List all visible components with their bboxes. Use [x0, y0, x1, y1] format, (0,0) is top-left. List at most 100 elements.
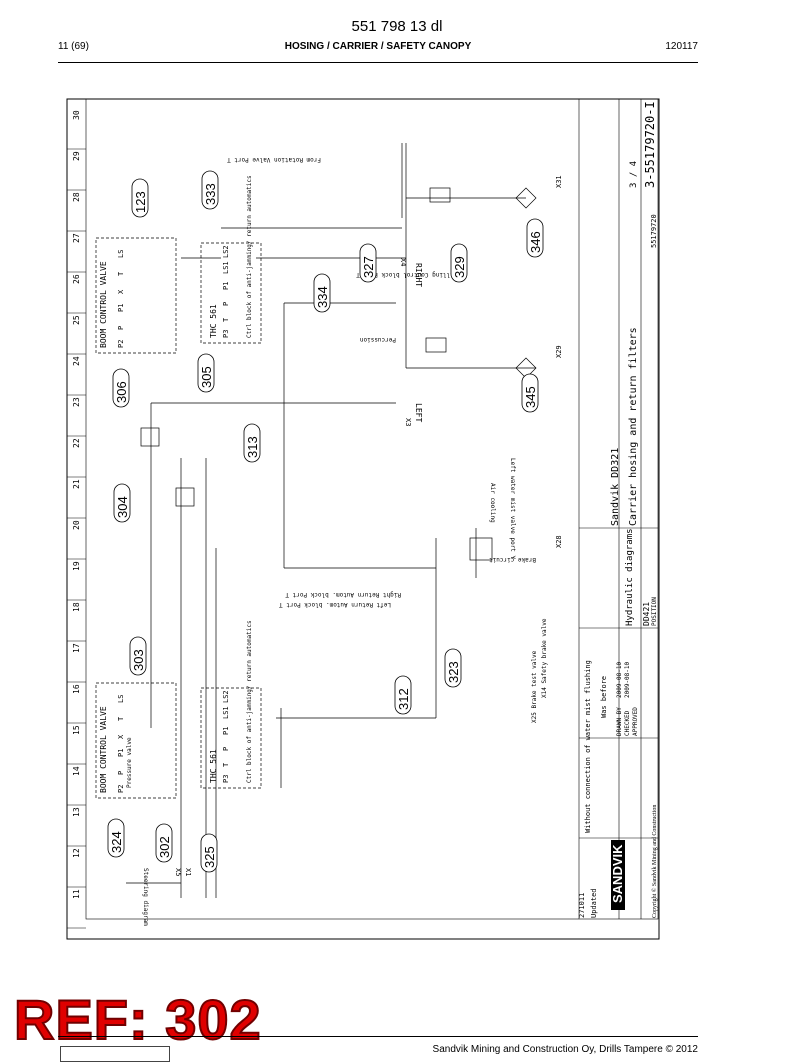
svg-text:305: 305 — [199, 366, 214, 388]
copyright-text: Copyright © Sandvik Mining and Construct… — [651, 805, 658, 918]
callout: 303 — [129, 636, 147, 676]
callout: 345 — [521, 373, 539, 413]
svg-text:327: 327 — [361, 256, 376, 278]
valve-port-label: P2 — [117, 785, 125, 793]
valve-port-label: X — [117, 289, 125, 294]
ctrl-block-label-2: Ctrl block of anti-jamming/ return autom… — [246, 620, 253, 783]
sandvik-logo: SANDVIK — [610, 844, 625, 903]
date-code: 120117 — [665, 41, 698, 52]
updated-text: Updated — [590, 888, 598, 918]
air-cooling-label: Air cooling — [489, 483, 496, 523]
callout: 323 — [444, 648, 462, 688]
svg-text:302: 302 — [157, 836, 172, 858]
thc-port-label: P3 — [222, 775, 230, 783]
valve-port-label: P2 — [117, 340, 125, 348]
grid-number: 25 — [72, 315, 81, 325]
right-label: RIGHT — [414, 263, 423, 287]
grid-number: 15 — [72, 725, 81, 735]
svg-text:324: 324 — [109, 831, 124, 853]
svg-text:304: 304 — [115, 496, 130, 518]
thc-label-2: THC 561 — [209, 749, 218, 783]
x28-label: X28 — [555, 535, 563, 548]
thc-port-label: T — [222, 762, 230, 767]
valve-port-label: P — [117, 326, 125, 330]
x4-label: X4 — [399, 258, 407, 266]
thc-port-label: LS2 — [222, 245, 230, 258]
svg-text:345: 345 — [523, 386, 538, 408]
callout: 304 — [113, 483, 131, 523]
svg-text:123: 123 — [133, 191, 148, 213]
grid-number: 13 — [72, 807, 81, 817]
was-before: Was before — [600, 676, 608, 718]
grid-number: 22 — [72, 438, 81, 448]
hose-lines — [126, 143, 536, 898]
drawn-date: 2009-08-10 — [616, 661, 623, 698]
left-return-label: Left Return Autom. block Port T — [279, 601, 391, 608]
svg-text:333: 333 — [203, 183, 218, 205]
components — [95, 187, 537, 799]
revision-note: Without connection of water mist flushin… — [584, 660, 592, 833]
valve-port-label: P — [117, 771, 125, 775]
brake-circuit-label: Brake circuit — [489, 556, 536, 563]
svg-text:323: 323 — [446, 661, 461, 683]
ctrl-block-label-1: Ctrl block of anti-jamming/ return autom… — [246, 175, 253, 338]
sheet-text: 3 / 4 — [629, 161, 639, 188]
pressure-valve-label: Pressure valve — [126, 737, 133, 788]
thc-port-label: P — [222, 302, 230, 306]
svg-text:329: 329 — [452, 256, 467, 278]
callout: 313 — [243, 423, 261, 463]
grid-number: 18 — [72, 602, 81, 612]
svg-text:346: 346 — [528, 231, 543, 253]
page-number: 11 (69) — [58, 41, 89, 52]
title-text: Carrier hosing and return filters — [628, 327, 639, 526]
section-title: HOSING / CARRIER / SAFETY CANOPY — [284, 41, 472, 52]
thc-port-label: P — [222, 747, 230, 751]
grid-number: 26 — [72, 274, 81, 284]
drawing-id: 55179720 — [650, 214, 658, 248]
grid-number: 21 — [72, 479, 81, 489]
x29-label: X29 — [555, 345, 563, 358]
boom-valve-label-2: BOOM CONTROL VALVE — [99, 706, 108, 793]
callout: 325 — [200, 833, 218, 873]
callout: 334 — [313, 273, 331, 313]
grid-number: 29 — [72, 151, 81, 161]
callout: 312 — [394, 675, 412, 715]
diagram-labels: BOOM CONTROL VALVE THC 561 Ctrl block of… — [99, 156, 563, 926]
drawing-number: 3-55179720-I — [643, 101, 657, 188]
footer-logo-box — [60, 1046, 170, 1062]
grid-number: 17 — [72, 643, 81, 653]
checked-date: 2009-08-10 — [624, 661, 631, 698]
valve-port-label: T — [117, 716, 125, 721]
valve-port-label: P1 — [117, 304, 125, 312]
svg-text:334: 334 — [315, 286, 330, 308]
right-return-label: Right Return Autom. block Port T — [285, 591, 401, 598]
header-row: 11 (69) HOSING / CARRIER / SAFETY CANOPY… — [58, 41, 698, 55]
valve-port-label: P1 — [117, 749, 125, 757]
hydraulic-diagram: 3029282726252423222120191817161514131211… — [66, 98, 660, 940]
left-label: LEFT — [414, 403, 423, 422]
svg-text:306: 306 — [114, 381, 129, 403]
thc-port-label: LS2 — [222, 690, 230, 703]
grid-number: 28 — [72, 192, 81, 202]
position-text: POSITION — [651, 597, 658, 626]
left-water-label: Left water mist valve port Y — [509, 458, 516, 560]
grid-number: 23 — [72, 397, 81, 407]
grid-number: 11 — [72, 889, 81, 899]
percussion-label: Percussion — [359, 336, 396, 343]
drilling-control-label: Drilling Control block Port T — [356, 271, 461, 278]
grid-number: 16 — [72, 684, 81, 694]
thc-label-1: THC 561 — [209, 304, 218, 338]
thc-port-label: LS1 — [222, 706, 230, 719]
model2-text: DD421 — [642, 602, 651, 626]
x1-label: X1 — [184, 868, 192, 876]
callout: 333 — [201, 170, 219, 210]
footer-rule — [58, 1036, 698, 1037]
thc-port-label: P3 — [222, 330, 230, 338]
x3-label: X3 — [404, 418, 412, 426]
grid-number: 12 — [72, 848, 81, 858]
x31-label: X31 — [555, 175, 563, 188]
thc-port-label: P1 — [222, 727, 230, 735]
callouts: 123 333 327 329 346 334 306 305 345 313 304 303 323 3… — [107, 170, 544, 873]
valve-port-label: T — [117, 271, 125, 276]
